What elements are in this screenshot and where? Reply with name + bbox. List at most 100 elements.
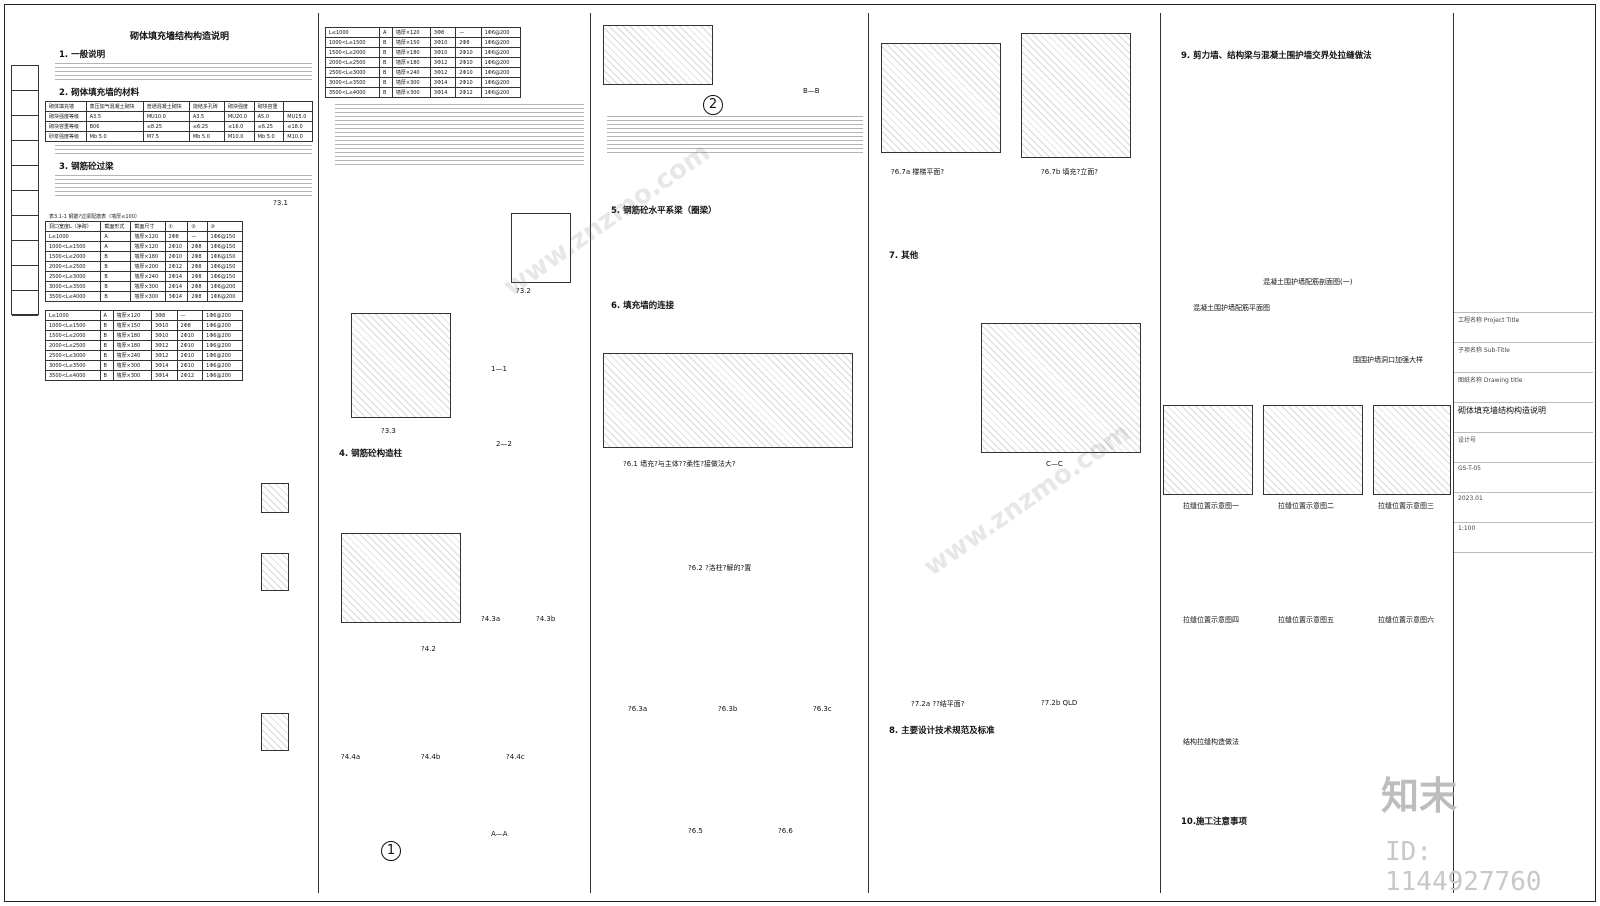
figure-caption: ?6.6 [778, 827, 793, 835]
section-heading: 6. 填充墙的连接 [611, 301, 675, 311]
table-cell: Mb 5.0 [253, 131, 285, 142]
table-cell: ≤6.25 [253, 121, 285, 132]
tb-scale: 1:100 [1454, 523, 1593, 553]
table-cell: M10.0 [283, 131, 313, 142]
figure-3-2 [511, 213, 571, 283]
crack-location-3 [1373, 405, 1451, 495]
figure-caption: ?3.1 [273, 199, 288, 207]
crack-location-1 [1163, 405, 1253, 495]
text-block [601, 113, 868, 156]
figure-caption: ?6.3a [628, 705, 648, 713]
section-heading: 2. 砌体填充墙的材料 [59, 88, 140, 98]
table-header: ③ [206, 221, 244, 232]
sheet-title: 砌体填充墙结构构造说明 [129, 32, 229, 42]
table-header: 砌体填充墙 [45, 101, 87, 112]
tb-project: 工程名称 Project Title [1454, 313, 1593, 343]
table-cell: B06 [85, 121, 144, 132]
table-cell: M10.0 [223, 131, 255, 142]
lintel-section-a [261, 483, 289, 513]
table-cell: ≤18.0 [283, 121, 313, 132]
tb-subtitle: 子项名称 Sub-Title [1454, 343, 1593, 373]
detail-2-drawing [603, 25, 713, 85]
table-cell: 砌块容重等级 [45, 121, 87, 132]
figure-caption: 围围护墙洞口加强大样 [1353, 356, 1423, 364]
tb-design-no: 设计号 [1454, 433, 1593, 463]
figure-4-2 [341, 533, 461, 623]
figure-6-1 [603, 353, 853, 448]
figure-caption: ?4.2 [421, 645, 436, 653]
lintel-section-c [261, 713, 289, 751]
figure-caption: ?6.7b 填充?立面? [1041, 168, 1098, 176]
figure-caption: ?7.2a ??结平面? [911, 700, 965, 708]
table-cell: MU10.0 [142, 111, 190, 122]
section-heading: 4. 钢筋砼构造柱 [339, 449, 403, 459]
detail-marker-1: 1 [381, 839, 401, 861]
figure-caption: ?6.5 [688, 827, 703, 835]
lintel-section-b [261, 553, 289, 591]
figure-caption: ?6.2 ?洛柱?解的?置 [688, 564, 752, 572]
section-heading: 1. 一般说明 [59, 50, 106, 60]
figure-caption: ?6.3c [813, 705, 832, 713]
table-cell: 砂浆强度等级 [45, 131, 87, 142]
figure-caption: 结构拉缝构造做法 [1183, 738, 1239, 746]
table-header: 蒸压加气混凝土砌块 [85, 101, 144, 112]
table-cell: MU15.0 [283, 111, 313, 122]
text-block [329, 104, 590, 165]
section-heading: 3. 钢筋砼过梁 [59, 162, 114, 172]
text-block [49, 175, 318, 196]
figure-caption: 拉缝位置示意图一 [1183, 502, 1239, 510]
tb-drawing-label: 图纸名称 Drawing title [1454, 373, 1593, 403]
figure-caption: ?7.2b QLD [1041, 699, 1078, 707]
figure-caption: 1—1 [491, 365, 507, 373]
table-cell: ≤6.25 [188, 121, 225, 132]
figure-caption: ?6.7a 楼梯平面? [891, 168, 945, 176]
table-header: ① [164, 221, 189, 232]
section-heading: 8. 主要设计技术规范及标准 [889, 726, 995, 736]
table-cell: 砌块强度等级 [45, 111, 87, 122]
figure-caption: C—C [1046, 460, 1063, 468]
table-cell: Mb 5.0 [188, 131, 225, 142]
table-cell: A5.0 [253, 111, 285, 122]
text-block [49, 63, 318, 80]
figure-caption: ?6.1 墙充?与主体??柔性?接做法大? [623, 460, 736, 468]
table-header: 洞口宽度L（净跨） [44, 221, 102, 232]
figure-caption: ?6.3b [718, 705, 738, 713]
figure-caption: 拉缝位置示意图二 [1278, 502, 1334, 510]
table-header: 普通混凝土砌块 [142, 101, 190, 112]
figure-caption: B—B [803, 87, 820, 95]
column-3: 2 B—B 5. 钢筋砼水平系梁（圈梁） 6. 填充墙的连接 ?6.1 墙充?与… [593, 13, 869, 893]
figure-caption: 2—2 [496, 440, 512, 448]
section-heading: 7. 其他 [889, 251, 919, 261]
table-title: 表3.1-1 钢筋?过梁配筋表（墙厚≤100） [49, 214, 140, 220]
figure-caption: 拉缝位置示意图四 [1183, 616, 1239, 624]
section-heading: 9. 剪力墙、结构梁与混凝土围护墙交界处拉缝做法 [1181, 51, 1372, 61]
table-cell: M7.5 [142, 131, 190, 142]
table-cell: A3.5 [188, 111, 225, 122]
materials-table: 砌体填充墙 蒸压加气混凝土砌块 普通混凝土砌块 烧结多孔砖 砌块强度 砌块容重 … [45, 101, 313, 142]
drawing-sheet: 砌体填充墙结构构造说明 1. 一般说明 2. 砌体填充墙的材料 砌体填充墙 蒸压… [4, 4, 1596, 902]
figure-caption: ?4.4b [421, 753, 441, 761]
column-4: ?6.7a 楼梯平面? ?6.7b 填充?立面? 7. 其他 C—C ?7.2a… [871, 13, 1161, 893]
section-cc [981, 323, 1141, 453]
table-header: 砌块容重 [253, 101, 285, 112]
figure-6-7b [1021, 33, 1131, 158]
